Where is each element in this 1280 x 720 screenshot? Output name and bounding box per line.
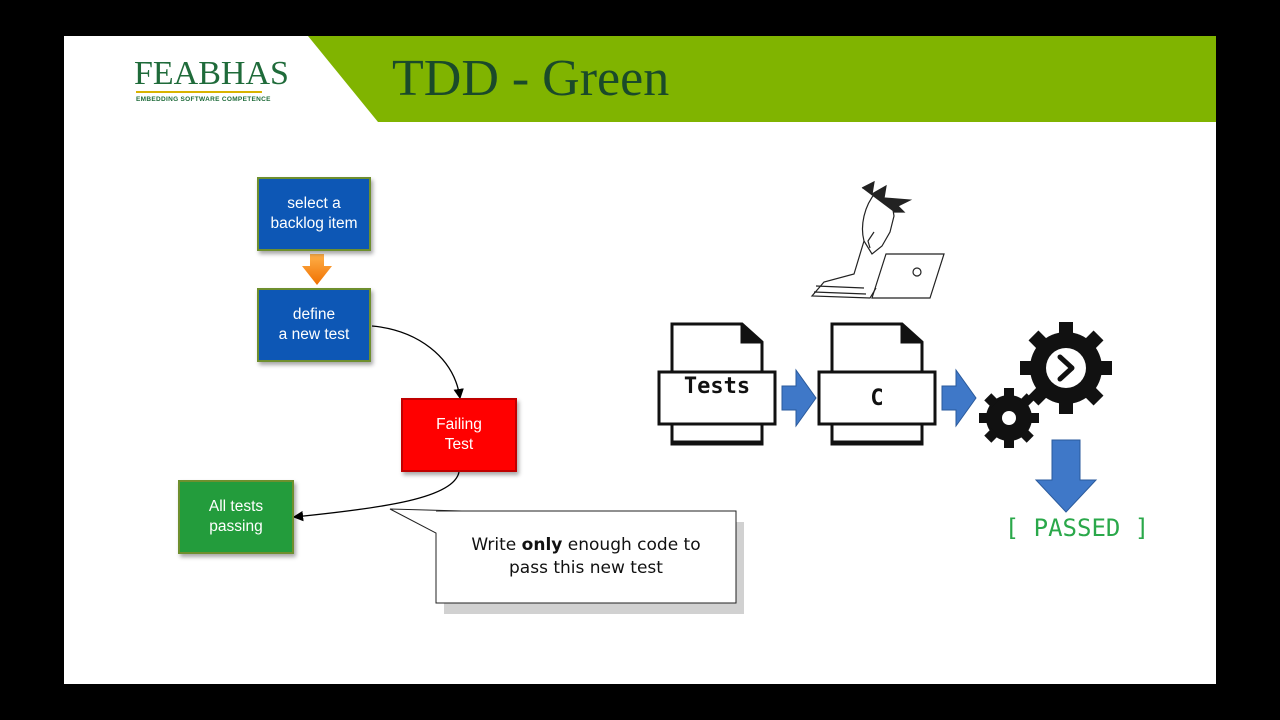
- code-document-label: C: [870, 386, 884, 411]
- tests-document-label: Tests: [683, 374, 751, 399]
- down-arrow-icon: [1034, 439, 1098, 513]
- connector-define-to-failing: [371, 325, 464, 400]
- callout-prefix: Write: [471, 535, 522, 555]
- header-band: [308, 36, 1216, 122]
- right-arrow-icon: [781, 368, 817, 428]
- callout-text: Write only enough code to pass this new …: [436, 511, 736, 603]
- logo-underline: [136, 91, 262, 93]
- developer-at-laptop-icon: [810, 180, 945, 299]
- code-document-icon: [817, 322, 937, 446]
- diagram-connectors: [292, 180, 1112, 614]
- passed-result: [ PASSED ]: [1004, 514, 1150, 542]
- right-arrow-icon: [941, 368, 977, 428]
- callout-emphasis: only: [521, 535, 563, 555]
- callout-suffix: enough code to pass this new test: [509, 535, 701, 578]
- step-define-new-test: define a new test: [257, 288, 371, 362]
- connector-failing-to-passing: [292, 471, 460, 522]
- slide-title: TDD - Green: [392, 50, 670, 107]
- callout-box: [389, 508, 744, 614]
- logo-wordmark: FEABHAS: [134, 55, 289, 92]
- logo-tagline: EMBEDDING SOFTWARE COMPETENCE: [136, 96, 271, 103]
- step-select-backlog-item: select a backlog item: [257, 177, 371, 251]
- feabhas-logo: FEABHAS EMBEDDING SOFTWARE COMPETENCE: [134, 54, 289, 106]
- tests-document-icon: [657, 322, 777, 446]
- slide: FEABHAS EMBEDDING SOFTWARE COMPETENCE TD…: [64, 36, 1216, 684]
- orange-down-arrow-icon: [302, 254, 332, 285]
- step-failing-test: Failing Test: [401, 398, 517, 472]
- chevron-right-icon: [1057, 354, 1075, 382]
- step-all-tests-passing: All tests passing: [178, 480, 294, 554]
- gears-icon: [979, 322, 1112, 448]
